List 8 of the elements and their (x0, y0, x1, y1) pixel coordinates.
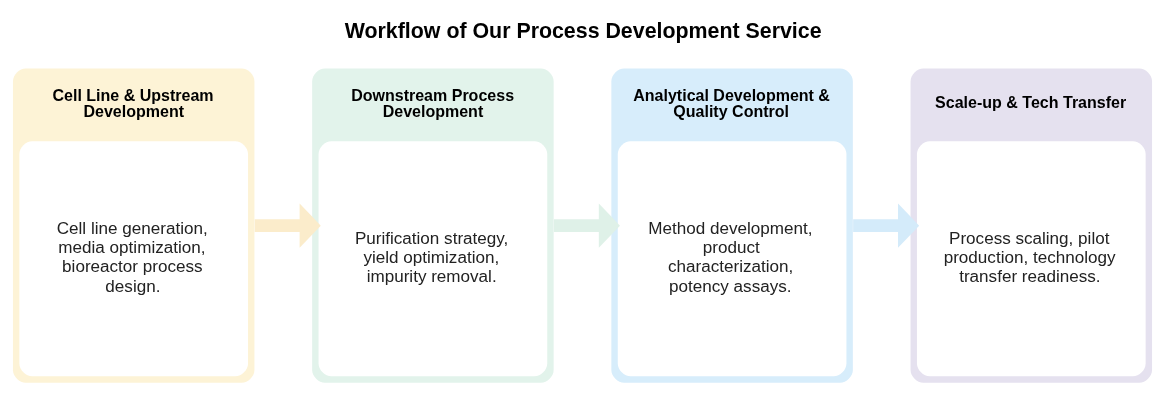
node-box: Cell Line & Upstream Development Cell line generation, media optimization, bioreactor process design. (12, 68, 255, 383)
node-box: Scale-up & Tech Transfer Process scaling, pilot production, technology transfer readiness. (910, 68, 1153, 383)
diagram-title: Workflow of Our Process Development Service (344, 18, 822, 43)
arrow (853, 203, 920, 248)
node-box: Analytical Development & Quality Control Method development, product characterization, potency assays. (611, 68, 853, 383)
arrow (254, 203, 321, 248)
node-box: Downstream Process Development Purification strategy, yield optimization, impurity removal. (312, 68, 554, 383)
arrow (553, 203, 620, 248)
